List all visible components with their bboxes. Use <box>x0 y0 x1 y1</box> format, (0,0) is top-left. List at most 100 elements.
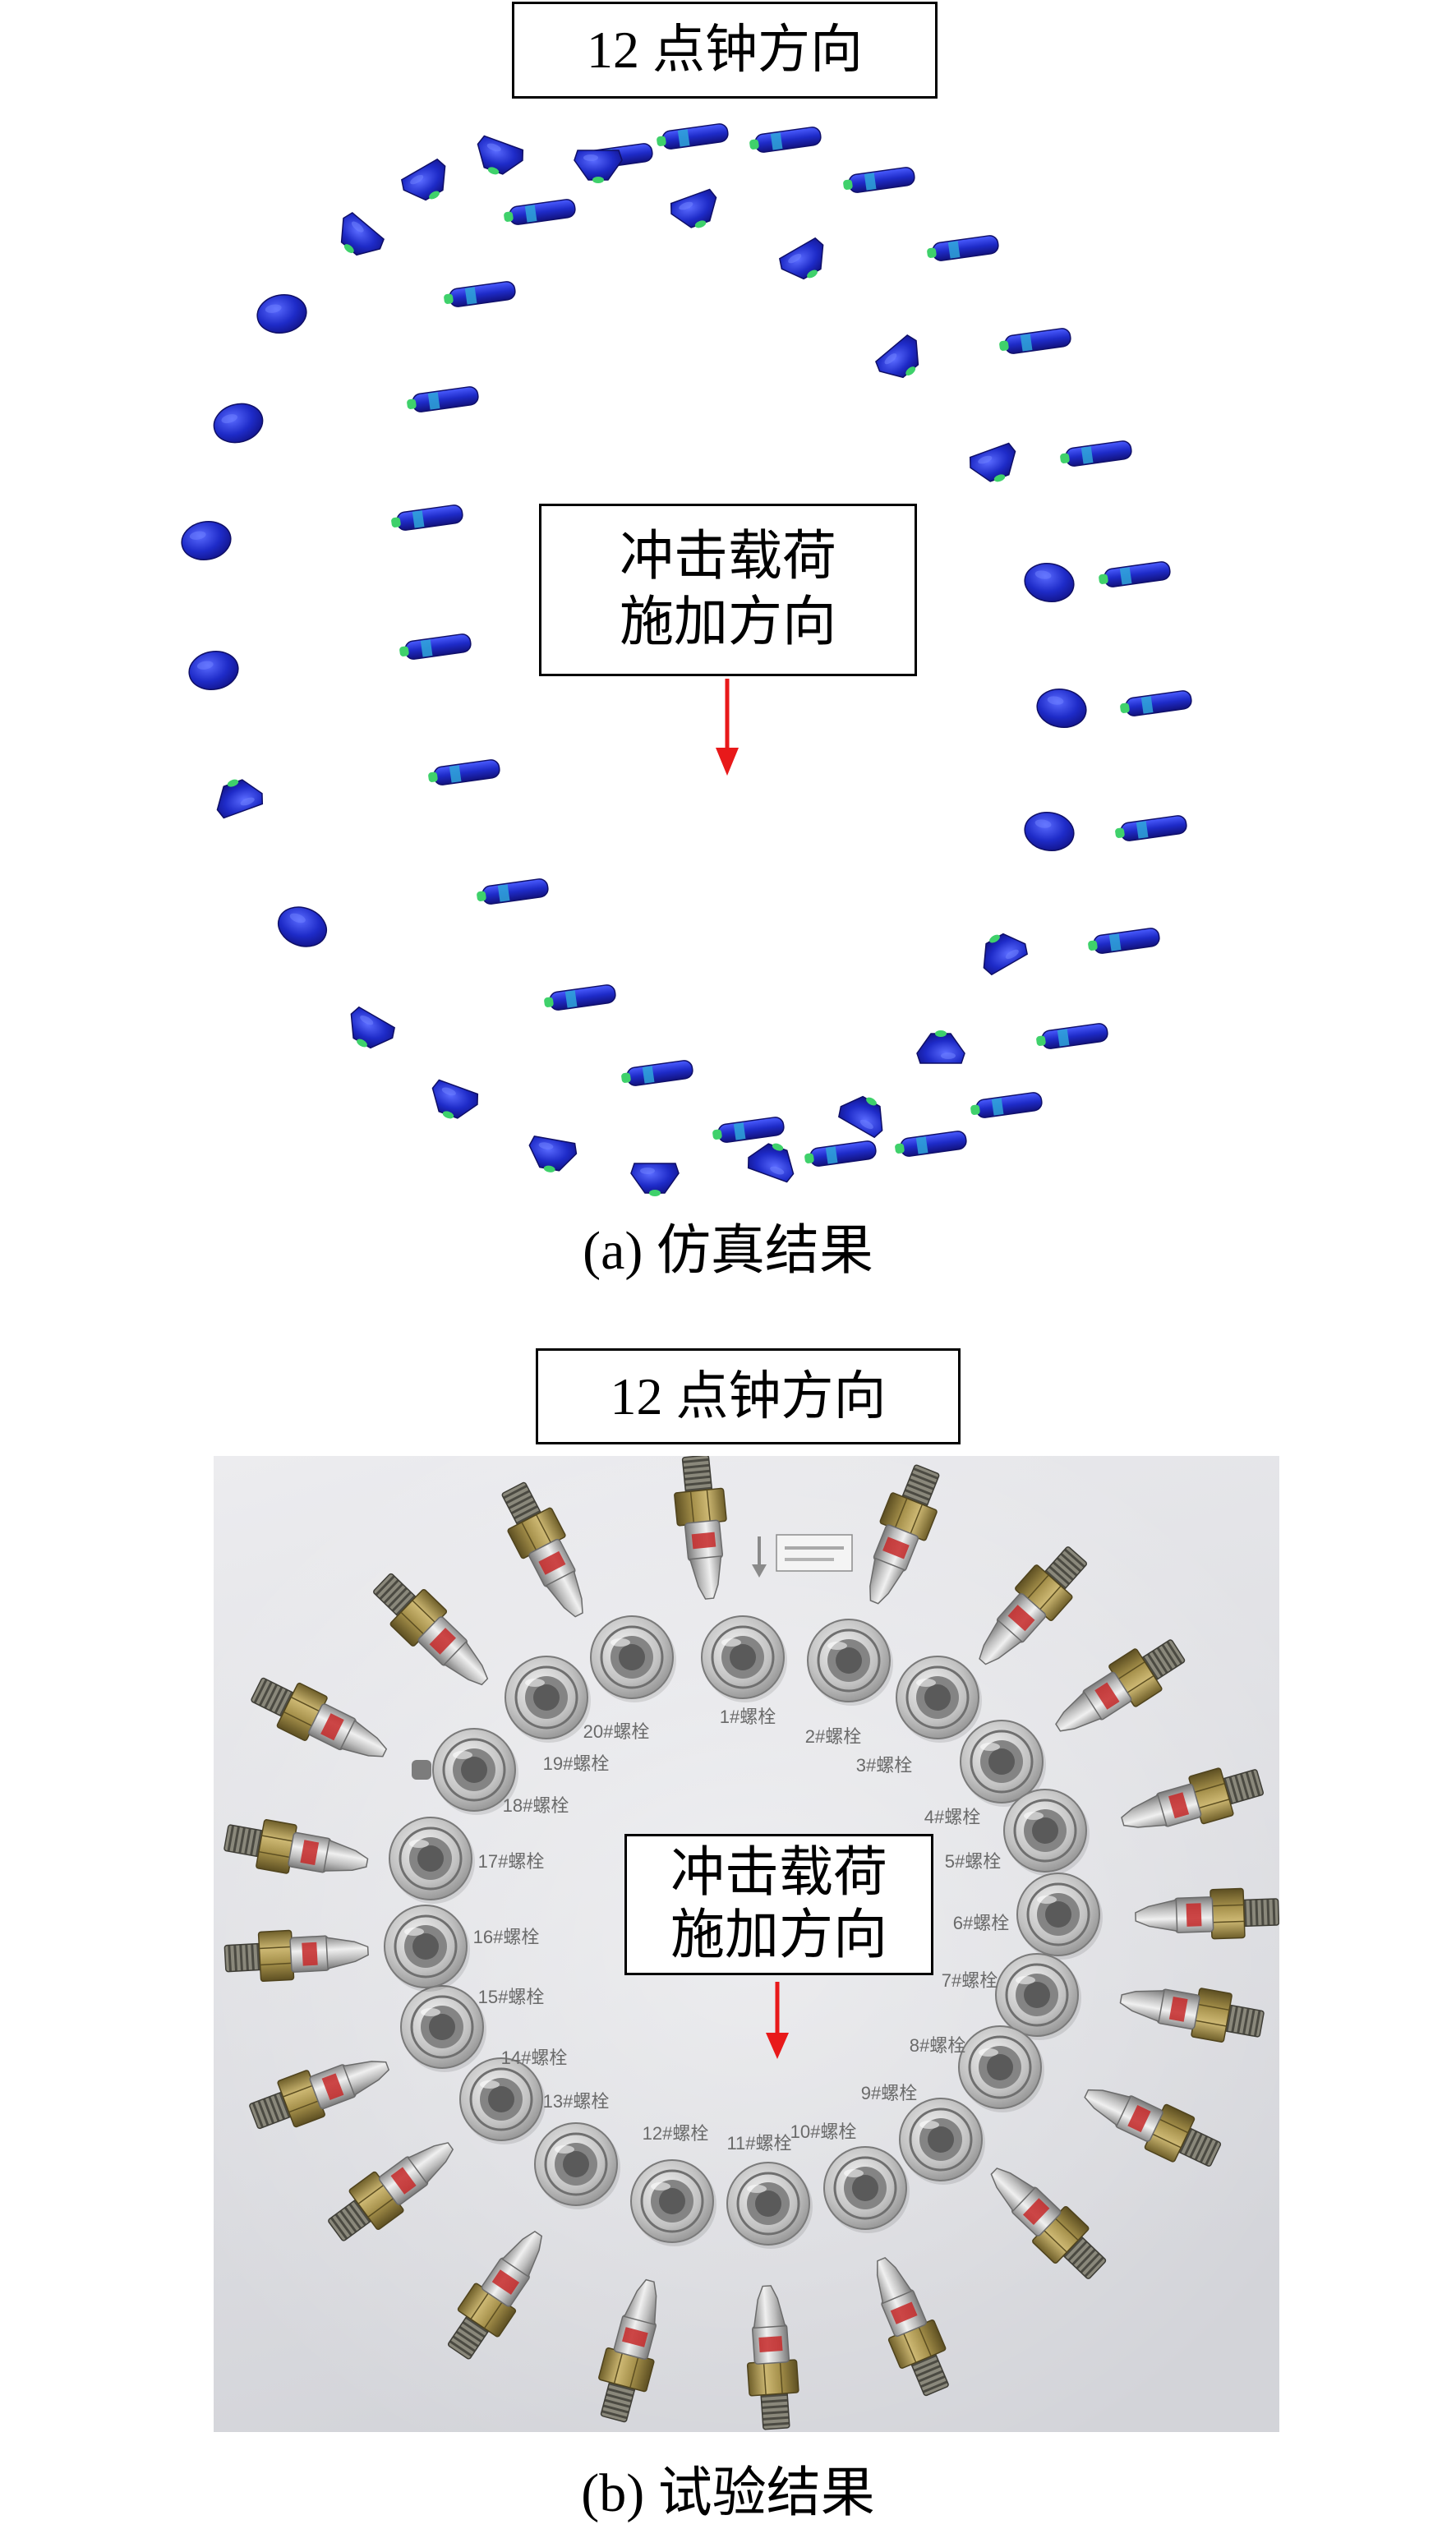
broken-bolt <box>979 1546 1088 1665</box>
bolt-label: 4#螺栓 <box>924 1807 980 1827</box>
sim-bolt-head-cone <box>916 1030 965 1064</box>
sim-bolt-head-cone <box>528 1136 578 1172</box>
broken-bolt <box>249 2061 390 2130</box>
sim-bolt-shank <box>1060 440 1132 467</box>
sim-bolt-shank <box>1120 690 1192 716</box>
bolt-label: 5#螺栓 <box>945 1851 1001 1872</box>
broken-bolt <box>1119 1988 1265 2043</box>
sim-bolt-shank <box>504 199 576 225</box>
sim-bolt-shank <box>999 328 1071 354</box>
caption-b: (b) 试验结果 <box>581 2463 875 2523</box>
sim-bolt-shank <box>1115 815 1187 841</box>
sim-bolt-head-round <box>277 906 328 947</box>
broken-bolt <box>328 2142 454 2241</box>
sim-bolt-shank <box>843 167 915 193</box>
sim-bolt-head-cone <box>340 211 385 256</box>
bolt-label: 1#螺栓 <box>720 1707 776 1727</box>
sim-bolt-shank <box>895 1131 967 1157</box>
sim-bolt-shank <box>970 1092 1043 1118</box>
sim-bolt-head-cone <box>216 779 264 819</box>
broken-bolt <box>1121 1767 1265 1828</box>
sim-bolt-head-cone <box>747 1143 795 1183</box>
broken-bolt <box>876 2256 949 2397</box>
sim-bolt-head-cone <box>838 1095 883 1139</box>
sim-bolt-shank <box>428 759 500 785</box>
load-direction-box-b: 冲击载荷 施加方向 <box>624 1834 933 1975</box>
sim-bolt-shank <box>477 878 549 905</box>
bolt-label: 9#螺栓 <box>861 2083 917 2103</box>
orientation-label-text: 12 点钟方向 <box>587 21 863 79</box>
bolt-label: 10#螺栓 <box>790 2121 857 2142</box>
sim-bolt-head-cone <box>983 933 1028 976</box>
washer <box>995 1953 1081 2040</box>
sim-bolt-head-round <box>256 294 307 334</box>
bolt-label-ring: 1#螺栓2#螺栓3#螺栓4#螺栓5#螺栓6#螺栓7#螺栓8#螺栓9#螺栓10#螺… <box>473 1707 1010 2154</box>
sim-bolt-head-round <box>213 403 264 444</box>
simulation-bolt-fragments <box>181 123 1192 1196</box>
sim-bolt-head-cone <box>630 1163 680 1196</box>
bolt-label: 18#螺栓 <box>503 1795 569 1816</box>
broken-bolt <box>1135 1887 1279 1940</box>
sim-bolt-shank <box>621 1060 693 1086</box>
bolt-label: 20#螺栓 <box>583 1721 650 1742</box>
small-direction-card <box>776 1534 853 1572</box>
caption-a: (a) 仿真结果 <box>583 1221 873 1281</box>
sim-bolt-head-cone <box>574 150 623 183</box>
sim-bolt-head-cone <box>875 334 919 379</box>
broken-bolt <box>1055 1639 1186 1732</box>
sim-bolt-head-round <box>1024 812 1075 851</box>
bolt-label: 8#螺栓 <box>910 2035 965 2056</box>
sim-bolt-shank <box>407 386 479 412</box>
washer <box>630 2159 716 2246</box>
sim-bolt-shank <box>804 1140 877 1167</box>
sim-bolt-shank <box>749 127 822 153</box>
bolt-label: 11#螺栓 <box>726 2133 791 2154</box>
washer <box>389 1817 475 1904</box>
broken-bolt <box>251 1677 388 1757</box>
sim-bolt-head-round <box>188 651 239 690</box>
load-direction-arrow-a <box>716 679 739 776</box>
bolt-label: 6#螺栓 <box>953 1913 1009 1933</box>
washer <box>807 1619 893 1706</box>
washer <box>505 1656 591 1743</box>
bolt-label: 17#螺栓 <box>478 1851 545 1872</box>
sim-bolt-shank <box>657 123 729 150</box>
sim-bolt-head-cone <box>431 1079 479 1119</box>
sim-bolt-shank <box>444 281 516 307</box>
sim-bolt-shank <box>712 1117 785 1143</box>
small-down-arrow <box>752 1536 767 1578</box>
bolt-label: 15#螺栓 <box>478 1987 545 2007</box>
sim-bolt-shank <box>927 235 999 261</box>
load-label-line1: 冲击载荷 <box>670 1843 887 1903</box>
small-gray-chip <box>412 1760 431 1780</box>
broken-bolt <box>501 1481 583 1618</box>
broken-bolt <box>223 1819 369 1874</box>
washer <box>534 2122 620 2209</box>
washer <box>899 2098 985 2185</box>
load-label-line2: 施加方向 <box>670 1905 887 1965</box>
washer <box>1003 1789 1090 1876</box>
sim-bolt-head-cone <box>350 1006 395 1049</box>
washer <box>958 2025 1044 2112</box>
sim-bolt-shank <box>399 633 472 660</box>
broken-bolt-ring <box>223 1456 1279 2430</box>
broken-bolt <box>447 2231 543 2360</box>
sim-bolt-shank <box>1036 1023 1108 1049</box>
orientation-label-text: 12 点钟方向 <box>610 1366 887 1426</box>
bolt-label: 12#螺栓 <box>643 2123 709 2144</box>
washer <box>726 2162 813 2249</box>
washer <box>400 1985 486 2072</box>
sim-bolt-head-cone <box>401 158 446 201</box>
bolt-label: 3#螺栓 <box>856 1755 912 1776</box>
washer <box>384 1905 470 1992</box>
bolt-label: 16#螺栓 <box>473 1927 540 1947</box>
sim-bolt-shank <box>1099 561 1171 587</box>
washer <box>823 2146 910 2233</box>
sim-bolt-head-cone <box>969 442 1016 482</box>
sim-bolt-head-cone <box>477 135 524 175</box>
broken-bolt <box>373 1573 489 1686</box>
orientation-label-box-b: 12 点钟方向 <box>536 1348 961 1444</box>
sim-bolt-shank <box>544 984 616 1011</box>
washer <box>1016 1873 1103 1960</box>
bolt-label: 2#螺栓 <box>805 1726 861 1747</box>
